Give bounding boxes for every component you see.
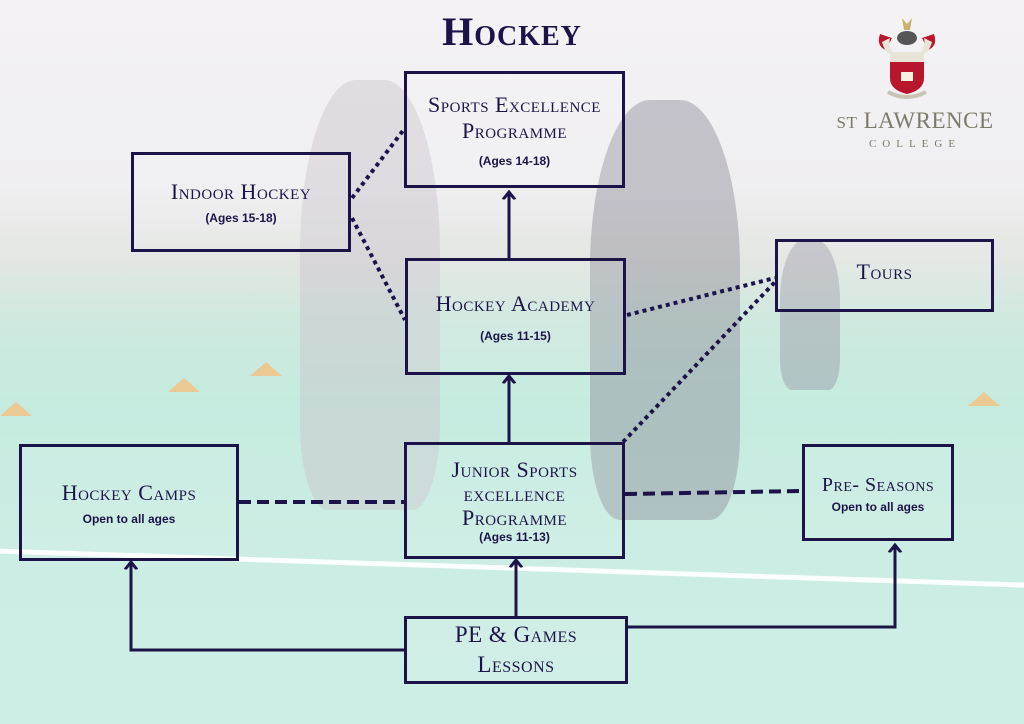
- dotted-indoor-to-academy: [350, 217, 407, 321]
- arrow-pe-to-hockey-camps: [131, 562, 405, 652]
- node-subtitle: (Ages 14-18): [478, 153, 551, 168]
- node-title: PE & Games: [454, 622, 578, 647]
- node-title: Indoor Hockey: [170, 179, 312, 204]
- node-title: Sports Excellence: [428, 91, 601, 117]
- node-title: Programme: [461, 117, 568, 143]
- node-title: excellence: [463, 480, 566, 506]
- node-junior-sports-excellence[interactable]: Junior Sports excellence Programme (Ages…: [404, 442, 625, 559]
- node-title: Hockey Academy: [435, 290, 596, 316]
- node-title: Programme: [461, 504, 568, 530]
- node-hockey-camps[interactable]: Hockey Camps Open to all ages: [19, 444, 239, 561]
- node-subtitle: (Ages 15-18): [205, 211, 277, 225]
- node-title: Tours: [856, 258, 913, 284]
- node-title: Lessons: [477, 652, 555, 677]
- cone: [168, 378, 200, 392]
- node-pre-seasons[interactable]: Pre- Seasons Open to all ages: [802, 444, 954, 541]
- node-subtitle: (Ages 11-15): [480, 328, 551, 343]
- node-title: Pre- Seasons: [821, 473, 935, 496]
- player-figure-far: [780, 240, 840, 390]
- cone: [250, 362, 282, 376]
- college-logo: St Lawrence College: [820, 14, 1010, 154]
- dotted-indoor-to-sports-excellence: [350, 126, 407, 200]
- arrow-pe-to-pre-seasons: [628, 545, 895, 629]
- cone: [968, 392, 1000, 406]
- node-title: Hockey Camps: [61, 479, 197, 505]
- logo-name: St Lawrence: [820, 108, 1010, 134]
- dashed-junior-to-pre-seasons: [624, 489, 803, 496]
- node-title: Junior Sports: [451, 456, 578, 482]
- cone: [0, 402, 32, 416]
- logo-subtitle: College: [868, 138, 962, 150]
- node-tours[interactable]: Tours: [775, 239, 994, 312]
- dotted-academy-to-tours: [626, 276, 776, 317]
- node-indoor-hockey[interactable]: Indoor Hockey (Ages 15-18): [131, 152, 351, 252]
- dotted-junior-to-tours: [621, 280, 777, 444]
- node-hockey-academy[interactable]: Hockey Academy (Ages 11-15): [405, 258, 626, 375]
- page-title: Hockey: [442, 9, 582, 54]
- node-subtitle: Open to all ages: [831, 499, 925, 514]
- logo-name-main: Lawrence: [863, 108, 994, 133]
- node-subtitle: (Ages 11-13): [479, 529, 550, 544]
- player-figure-right: [590, 100, 740, 520]
- logo-name-prefix: St: [836, 113, 858, 132]
- coat-of-arms-icon: [878, 18, 936, 99]
- node-sports-excellence[interactable]: Sports Excellence Programme (Ages 14-18): [404, 71, 625, 188]
- node-pe-games-lessons[interactable]: PE & Games Lessons: [404, 616, 628, 684]
- node-subtitle: Open to all ages: [82, 511, 176, 526]
- player-figure-left: [300, 80, 440, 510]
